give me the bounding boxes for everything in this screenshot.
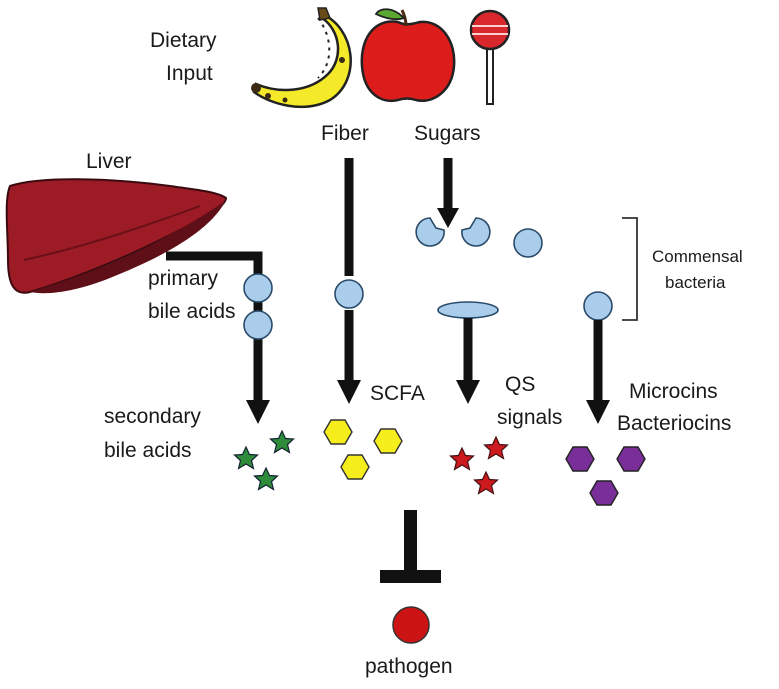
- sugars-label: Sugars: [414, 122, 481, 145]
- apple-icon: [360, 8, 456, 103]
- red-star-icon: [473, 470, 499, 495]
- sugars-arrow: [437, 158, 459, 228]
- pathogen-icon: [392, 606, 430, 644]
- dietary-input-label-line2: Input: [166, 62, 213, 85]
- microcin-arrow: [586, 320, 610, 424]
- secondary-bile-acids-label-line1: secondary: [104, 405, 201, 428]
- commensal-bracket: [622, 217, 638, 321]
- scfa-hexagons: [323, 419, 403, 480]
- liver-label: Liver: [86, 150, 132, 173]
- secondary-bile-acids-label-line2: bile acids: [104, 439, 192, 462]
- commensal-label-line2: bacteria: [665, 273, 726, 292]
- purple-hexagon-icon: [589, 480, 619, 506]
- primary-bile-acids-label-line1: primary: [148, 267, 219, 290]
- bacterium-fiber: [334, 279, 364, 309]
- inhibition-symbol: [380, 510, 441, 583]
- microcin-hexagons: [565, 446, 646, 506]
- bacterium-split: [415, 217, 491, 247]
- scfa-label: SCFA: [370, 382, 425, 405]
- purple-hexagon-icon: [616, 446, 646, 472]
- qs-signal-stars: [449, 435, 509, 495]
- red-star-icon: [449, 446, 475, 471]
- qs-arrow: [437, 301, 499, 404]
- yellow-hexagon-icon: [373, 428, 403, 454]
- yellow-hexagon-icon: [323, 419, 353, 445]
- yellow-hexagon-icon: [340, 454, 370, 480]
- primary-bile-acids-label-line2: bile acids: [148, 300, 236, 323]
- secondary-bile-acid-stars: [233, 429, 295, 491]
- banana-icon: [251, 7, 352, 108]
- fiber-label: Fiber: [321, 122, 369, 145]
- liver-icon: [5, 178, 228, 294]
- commensal-label-line1: Commensal: [652, 247, 743, 266]
- lollipop-icon: [469, 9, 511, 105]
- red-star-icon: [483, 435, 509, 460]
- qs-label-line1: QS: [505, 373, 535, 396]
- bacterium-bile: [243, 273, 273, 303]
- microcins-label: Microcins: [629, 380, 718, 403]
- bacterium-microcin: [583, 291, 613, 321]
- fiber-arrow: [337, 158, 361, 404]
- bacterium-bile-2: [243, 310, 273, 340]
- green-star-icon: [253, 466, 279, 491]
- green-star-icon: [269, 429, 295, 454]
- qs-label-line2: signals: [497, 406, 562, 429]
- bacterium-sugar: [513, 228, 543, 258]
- purple-hexagon-icon: [565, 446, 595, 472]
- bacteriocins-label: Bacteriocins: [617, 412, 731, 435]
- dietary-input-label-line1: Dietary: [150, 29, 217, 52]
- green-star-icon: [233, 445, 259, 470]
- pathogen-label: pathogen: [365, 655, 453, 678]
- bacterium-flat: [437, 301, 499, 319]
- bile-acid-arrow: [166, 251, 270, 424]
